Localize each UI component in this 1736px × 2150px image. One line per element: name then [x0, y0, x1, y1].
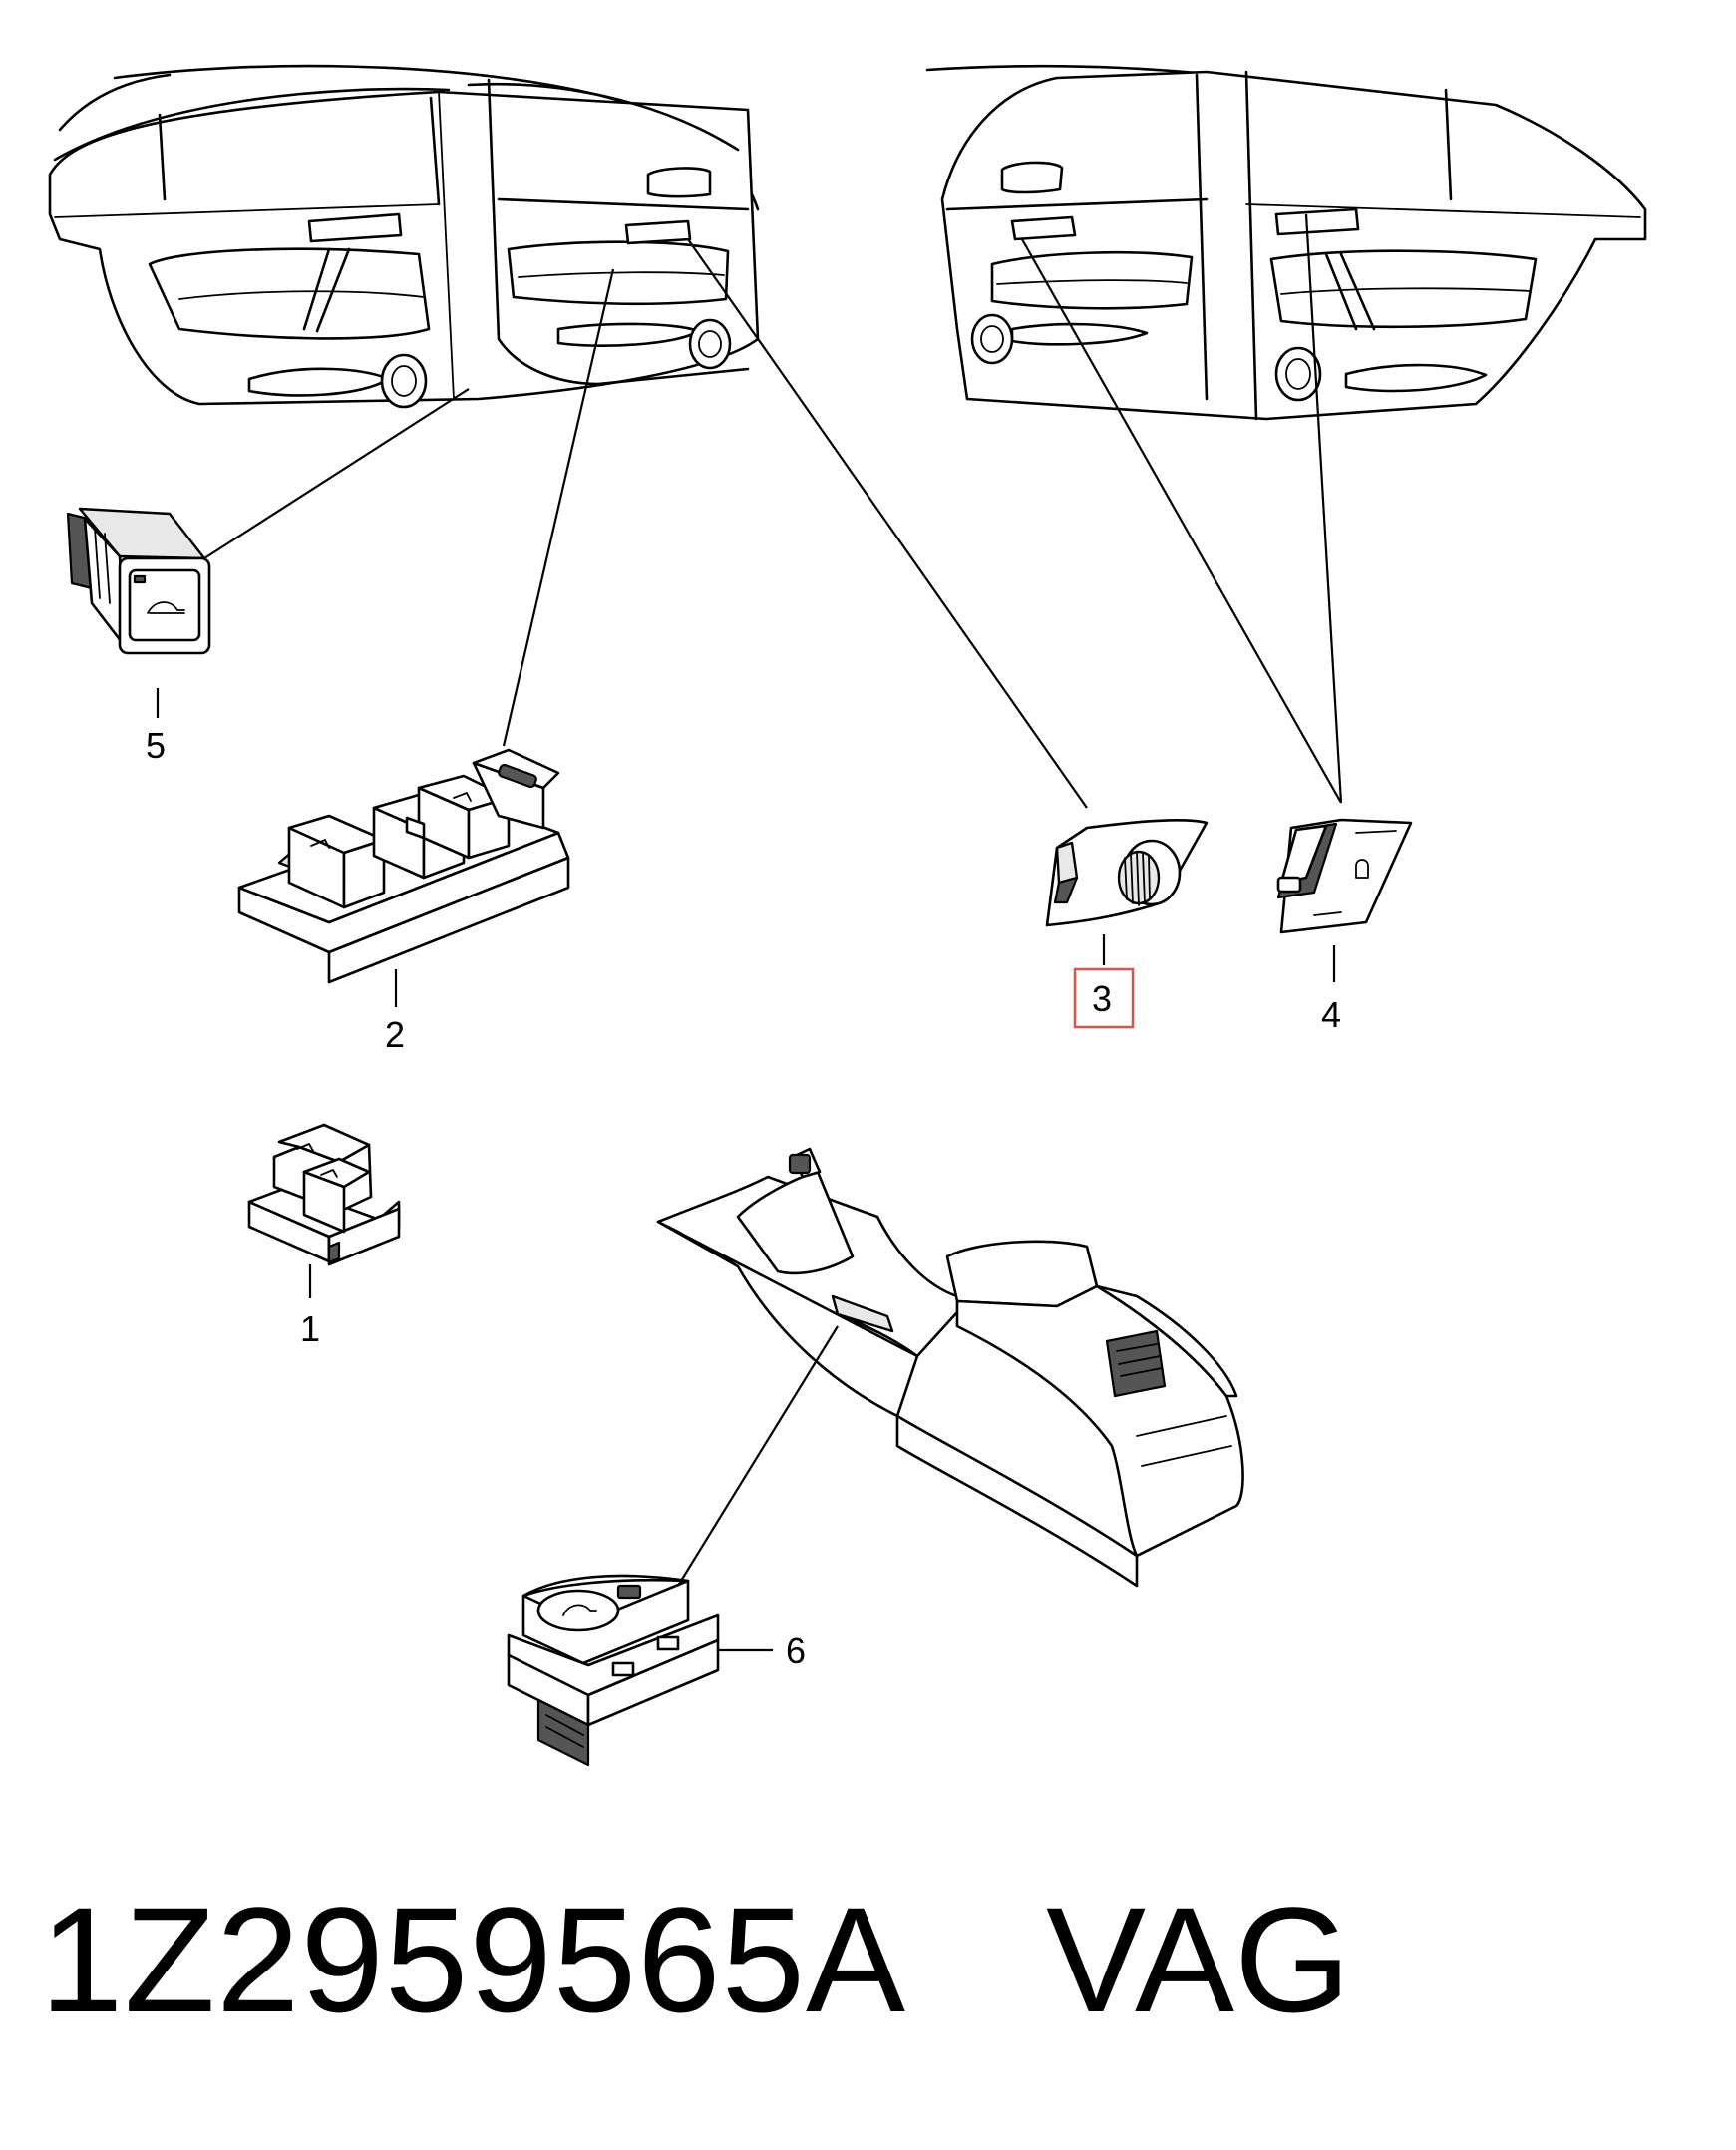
callout-4: 4 [1321, 994, 1341, 1035]
callout-6: 6 [786, 1630, 806, 1671]
part-5-tailgate-switch [66, 507, 211, 655]
callout-3-highlight[interactable] [1073, 967, 1135, 1029]
part-6-console-switch [507, 1574, 720, 1767]
center-console-illustration [656, 1147, 1244, 1588]
callout-3[interactable]: 3 [1092, 978, 1112, 1019]
right-doors-illustration [925, 64, 1647, 421]
left-doors-illustration [48, 64, 760, 409]
part-4-rear-window-switch [1276, 818, 1413, 934]
part-1-single-window-switch [247, 1123, 401, 1266]
brand-name: VAG [1046, 1876, 1351, 2043]
callout-5: 5 [146, 725, 166, 766]
leader-lines [156, 213, 1343, 1652]
callout-1: 1 [300, 1308, 320, 1349]
part-number: 1Z2959565A [40, 1876, 907, 2043]
part-3-mirror-adjust-knob [1045, 818, 1209, 927]
callout-2: 2 [385, 1014, 405, 1055]
part-2-master-window-switch [237, 748, 570, 984]
part-footer: 1Z2959565A VAG [40, 1875, 1635, 2044]
